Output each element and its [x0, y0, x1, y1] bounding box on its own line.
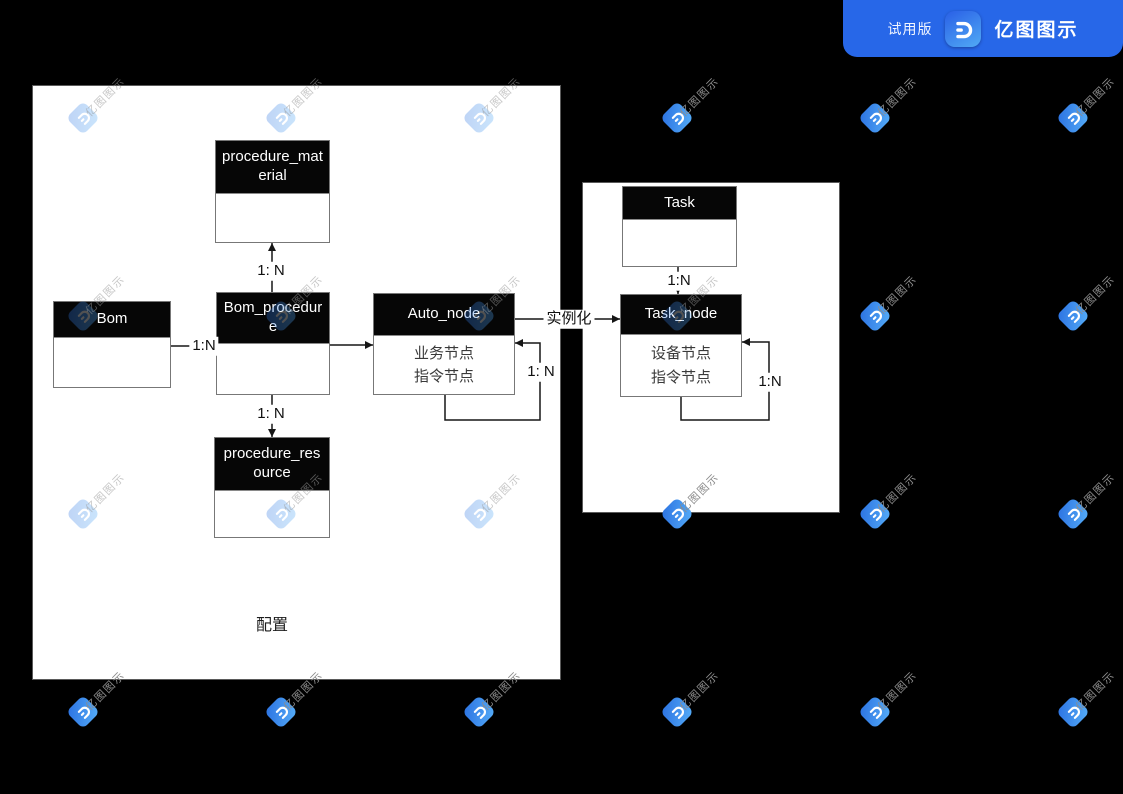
connector-label-auto_node_to_task_node: 实例化	[543, 309, 595, 329]
attribute-line: 业务节点	[413, 344, 474, 362]
connector-label-bom_procedure_to_procedure_material: 1: N	[254, 261, 288, 281]
entity-title: Bom_procedure	[217, 293, 329, 344]
attribute-line: 指令节点	[413, 368, 474, 385]
entity-attributes: 业务节点指令节点	[374, 336, 514, 394]
edraw-logo-icon	[945, 10, 982, 47]
entity-attributes	[217, 344, 329, 394]
entity-title: procedure_material	[216, 141, 329, 194]
connector-label-bom_to_bom_procedure: 1:N	[189, 336, 219, 356]
brand-name: 亿图图示	[994, 20, 1079, 41]
entity-title: procedure_resource	[215, 438, 329, 491]
entity-procedure_material[interactable]: procedure_material	[215, 140, 330, 243]
connector-label-task_node_self: 1:N	[755, 372, 785, 392]
connector-auto_node_self[interactable]	[444, 339, 541, 421]
attribute-line: 指令节点	[650, 368, 711, 386]
trial-banner: 试用版 亿图图示	[843, 0, 1123, 57]
entity-attributes	[215, 491, 329, 537]
entity-bom[interactable]: Bom	[53, 301, 171, 388]
entity-title: Task	[623, 187, 736, 220]
entity-bom_procedure[interactable]: Bom_procedure	[216, 292, 330, 395]
connector-label-bom_procedure_to_procedure_resource: 1: N	[254, 404, 288, 424]
entity-attributes	[623, 220, 736, 266]
connector-label-auto_node_self: 1: N	[524, 362, 558, 382]
entity-title: Auto_node	[374, 294, 514, 336]
entity-attributes: 设备节点指令节点	[621, 335, 741, 396]
connector-task_node_self[interactable]	[680, 338, 770, 421]
trial-badge-label: 试用版	[887, 20, 933, 37]
attribute-line: 设备节点	[650, 345, 711, 363]
entity-task[interactable]: Task	[622, 186, 737, 267]
entity-procedure_resource[interactable]: procedure_resource	[214, 437, 330, 538]
entity-title: Task_node	[621, 295, 741, 335]
entity-title: Bom	[54, 302, 170, 338]
config-panel-label: 配置	[255, 617, 289, 634]
entity-attributes	[54, 338, 170, 387]
entity-attributes	[216, 194, 329, 242]
connector-label-task_to_task_node: 1:N	[664, 271, 694, 291]
